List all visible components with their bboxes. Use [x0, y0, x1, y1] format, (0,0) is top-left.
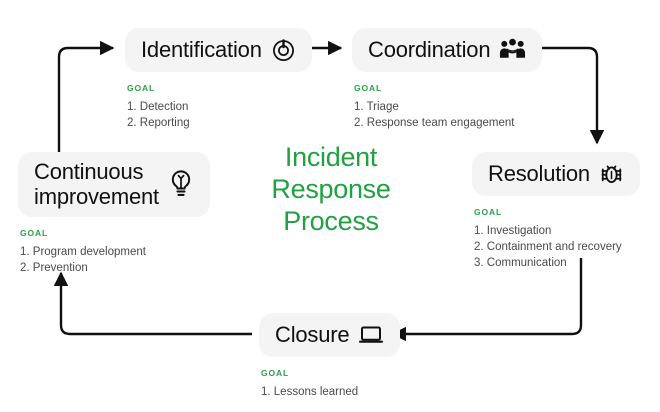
goal-item: 1. Investigation — [474, 225, 552, 237]
node-identification[interactable]: Identification GOAL 1. Detection 2. Repo… — [125, 28, 312, 131]
bug-icon — [599, 161, 624, 186]
node-continuous-improvement-goals: GOAL 1. Program development 2. Preventio… — [18, 228, 210, 276]
node-coordination-chip[interactable]: Coordination — [352, 28, 543, 72]
node-coordination[interactable]: Coordination GOAL 1. Triage 2. Response … — [352, 28, 543, 131]
goal-heading: GOAL — [20, 228, 49, 238]
node-resolution[interactable]: Resolution GOAL 1. Investigation 2. Cont… — [472, 152, 640, 271]
goal-item: 1. Detection — [127, 101, 189, 113]
node-identification-chip[interactable]: Identification — [125, 28, 312, 72]
node-coordination-label: Coordination — [368, 37, 491, 62]
goal-item: 2. Containment and recovery — [474, 241, 622, 253]
node-resolution-label: Resolution — [488, 161, 590, 186]
node-closure[interactable]: Closure GOAL 1. Lessons learned — [259, 313, 401, 400]
diagram-title: Incident Response Process — [271, 142, 391, 236]
goal-item: 2. Response team engagement — [354, 117, 515, 129]
lightbulb-icon — [168, 169, 194, 199]
node-closure-goals: GOAL 1. Lessons learned — [259, 368, 400, 400]
goal-heading: GOAL — [261, 368, 290, 378]
power-alert-icon — [271, 37, 296, 62]
node-continuous-improvement-label: Continuous improvement — [34, 159, 159, 209]
node-identification-goals: GOAL 1. Detection 2. Reporting — [125, 83, 312, 131]
laptop-icon — [358, 324, 384, 346]
node-closure-label: Closure — [275, 322, 350, 347]
goal-heading: GOAL — [474, 207, 503, 217]
goal-heading: GOAL — [354, 83, 383, 93]
node-closure-chip[interactable]: Closure — [259, 313, 401, 357]
goal-item: 1. Lessons learned — [261, 386, 359, 398]
node-continuous-improvement[interactable]: Continuous improvement GOAL 1. Program d… — [18, 152, 210, 276]
goal-item: 1. Triage — [354, 101, 399, 113]
node-identification-label: Identification — [141, 37, 262, 62]
goal-heading: GOAL — [127, 83, 156, 93]
goal-item: 1. Program development — [20, 246, 146, 258]
node-continuous-improvement-chip[interactable]: Continuous improvement — [18, 152, 210, 217]
people-group-icon — [499, 37, 526, 62]
node-coordination-goals: GOAL 1. Triage 2. Response team engageme… — [352, 83, 542, 131]
node-resolution-goals: GOAL 1. Investigation 2. Containment and… — [472, 207, 640, 271]
connector-closure-to-improvement — [53, 271, 252, 336]
goal-item: 2. Prevention — [20, 262, 88, 274]
node-resolution-chip[interactable]: Resolution — [472, 152, 640, 196]
goal-item: 3. Communication — [474, 257, 567, 269]
connector-improvement-to-identification — [48, 40, 115, 163]
goal-item: 2. Reporting — [127, 117, 190, 129]
